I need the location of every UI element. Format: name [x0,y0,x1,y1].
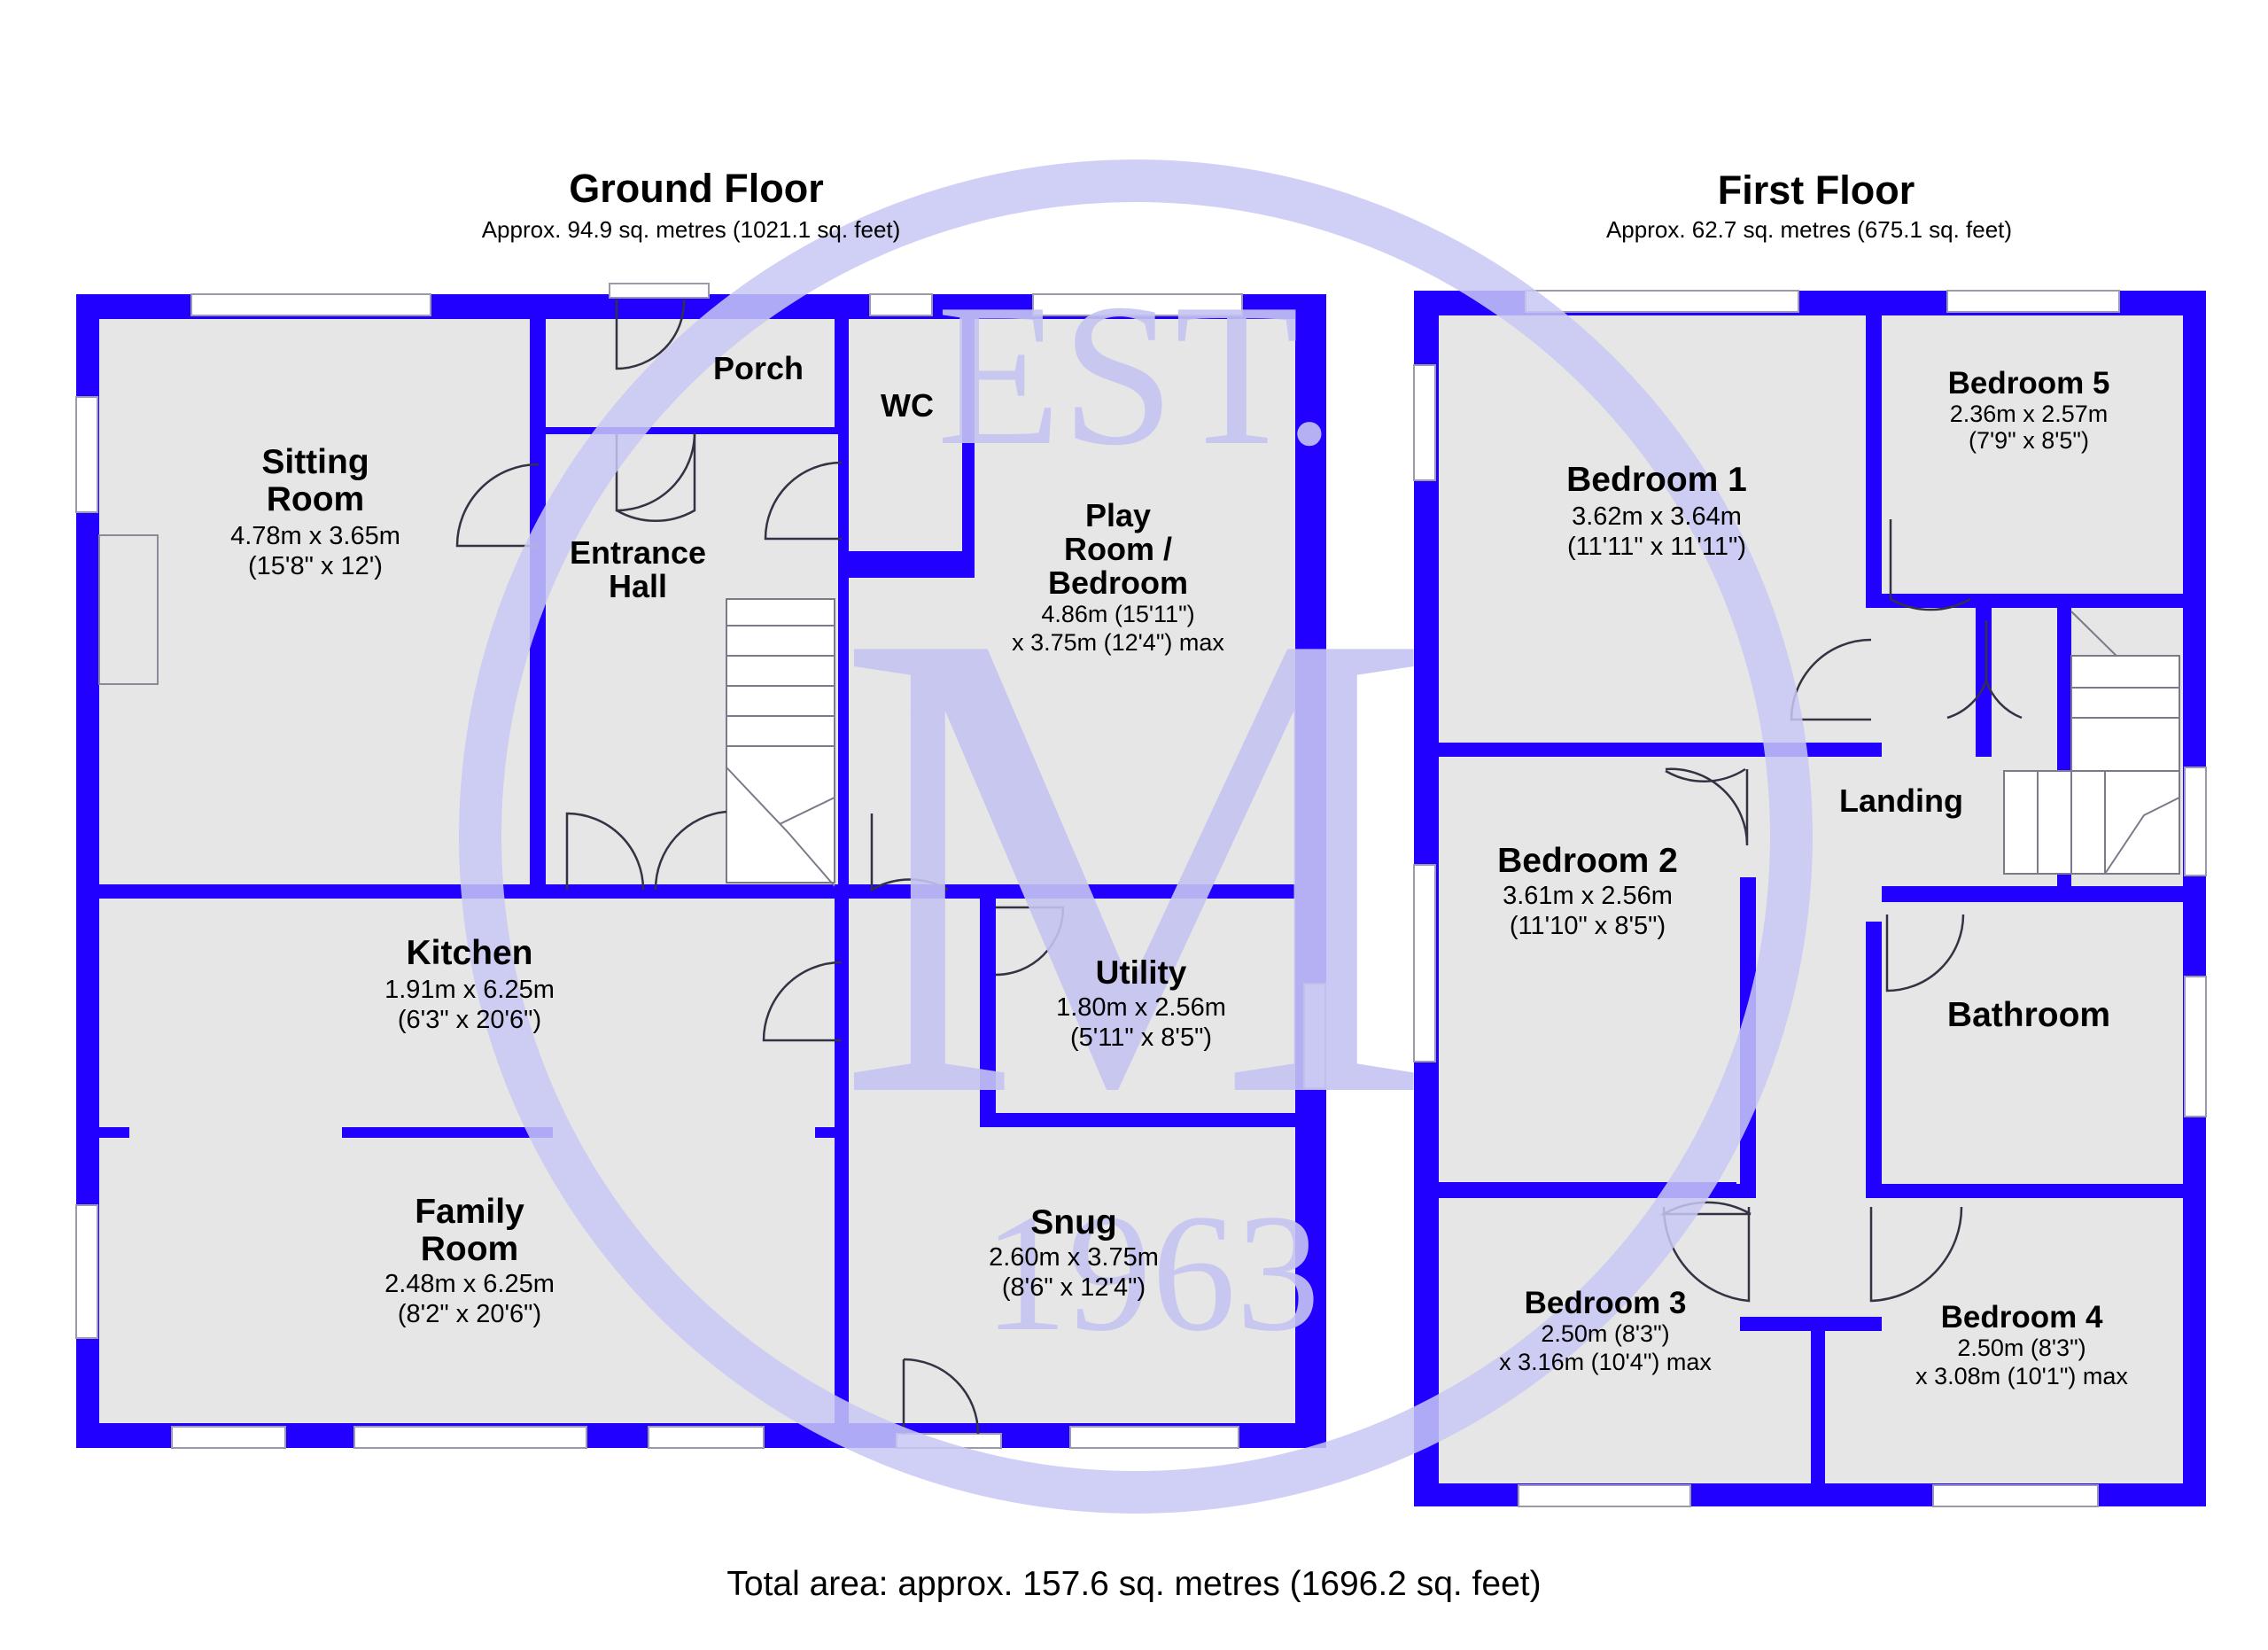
utility-dimensions: 1.80m x 2.56m [1056,993,1226,1022]
play-room-name: Play [1085,497,1151,533]
wc-area [849,319,962,551]
snug-dimensions-imperial: (8'6" x 12'4") [1002,1273,1146,1302]
total-area: Total area: approx. 157.6 sq. metres (16… [726,1565,1541,1603]
bedroom-1-dimensions: 3.62m x 3.64m [1572,502,1742,531]
utility-dimensions-imperial: (5'11" x 8'5") [1070,1023,1212,1052]
bedroom-1-name: Bedroom 1 [1566,461,1747,499]
play-room-name: Room / [1064,531,1172,567]
window [75,1204,98,1339]
window [1932,1484,2099,1507]
porch-name: Porch [713,350,804,386]
snug-name: Snug [1030,1203,1116,1241]
window [1525,290,1799,313]
wc-name: WC [881,387,934,424]
watermark-est-text: EST. [936,261,1334,487]
window [1069,1426,1239,1449]
window [2184,767,2207,876]
window [1032,293,1243,316]
bathroom-area [1882,907,2183,1184]
bedroom-2-area [1439,757,1738,1182]
ground-floor-stairs [726,598,835,887]
utility-name: Utility [1096,954,1187,991]
family-room-dimensions-imperial: (8'2" x 20'6") [398,1300,541,1328]
entrance-hall-name: Entrance [570,534,706,571]
play-room-dimensions: 4.86m (15'11") [1041,601,1194,627]
bedroom-4-dimensions-max: x 3.08m (10'1") max [1915,1363,2128,1389]
play-room-name: Bedroom [1048,564,1188,601]
window [1413,364,1436,481]
sitting-room-area [99,319,530,884]
snug-dimensions: 2.60m x 3.75m [989,1243,1159,1272]
sitting-room-dimensions-imperial: (15'8" x 12') [248,552,383,580]
window [609,283,710,299]
bedroom-2-name: Bedroom 2 [1497,842,1678,880]
bedroom-3-dimensions-max: x 3.16m (10'4") max [1499,1349,1712,1375]
sitting-room-name: Sitting [261,443,369,481]
family-room-name: Room [421,1230,519,1268]
bedroom-3-dimensions: 2.50m (8'3") [1541,1320,1669,1347]
watermark-letter: M [835,491,1433,1236]
estate-agent-watermark: EST. M 1963 [459,160,1813,1514]
entrance-hall-name: Hall [609,568,667,604]
ground-floor-title: Ground Floor [569,166,823,211]
bedroom-3-name: Bedroom 3 [1525,1286,1687,1320]
window [1518,1484,1691,1507]
kitchen-name: Kitchen [406,934,532,972]
first-floor-plan [1413,290,2207,1507]
utility-area [996,899,1295,1113]
bedroom-4-name: Bedroom 4 [1941,1300,2103,1335]
first-floor-stairs [2003,611,2180,875]
window [1413,864,1436,1062]
fireplace [98,534,159,685]
first-floor-area: Approx. 62.7 sq. metres (675.1 sq. feet) [1606,216,2012,243]
window [648,1426,765,1449]
window [2184,976,2207,1117]
window [353,1426,587,1449]
window [190,293,431,316]
bedroom-4-dimensions: 2.50m (8'3") [1957,1335,2085,1361]
window [1946,290,2120,313]
bedroom-2-dimensions: 3.61m x 2.56m [1503,882,1673,910]
watermark-ring [459,160,1813,1514]
ground-floor-area: Approx. 94.9 sq. metres (1021.1 sq. feet… [482,216,901,243]
window [75,396,98,513]
bathroom-name: Bathroom [1947,996,2110,1034]
sitting-room-dimensions: 4.78m x 3.65m [230,522,400,550]
watermark-year: 1963 [983,1180,1320,1366]
kitchen-dimensions: 1.91m x 6.25m [384,976,555,1004]
bedroom-2-dimensions-imperial: (11'10" x 8'5") [1510,912,1666,940]
window [1303,983,1326,1089]
landing-name: Landing [1839,782,1963,819]
family-room-name: Family [415,1193,524,1231]
bedroom-5-name: Bedroom 5 [1948,366,2110,401]
bedroom-1-dimensions-imperial: (11'11" x 11'11") [1567,533,1746,561]
ground-floor-doors [455,299,1065,1435]
sitting-room-name: Room [267,480,365,518]
family-room-dimensions: 2.48m x 6.25m [384,1270,555,1298]
bedroom-5-dimensions-imperial: (7'9" x 8'5") [1969,427,2089,454]
play-room-dimensions-max: x 3.75m (12'4") max [1012,629,1224,656]
bedroom-4-area [1825,1196,2183,1483]
bedroom-5-dimensions: 2.36m x 2.57m [1950,401,2109,427]
window [869,293,933,316]
play-room-lower-area [849,578,1295,884]
window [171,1426,286,1449]
ground-floor-plan [75,283,1326,1449]
kitchen-dimensions-imperial: (6'3" x 20'6") [398,1006,541,1034]
first-floor-title: First Floor [1718,167,1915,213]
snug-area [849,1127,1295,1423]
